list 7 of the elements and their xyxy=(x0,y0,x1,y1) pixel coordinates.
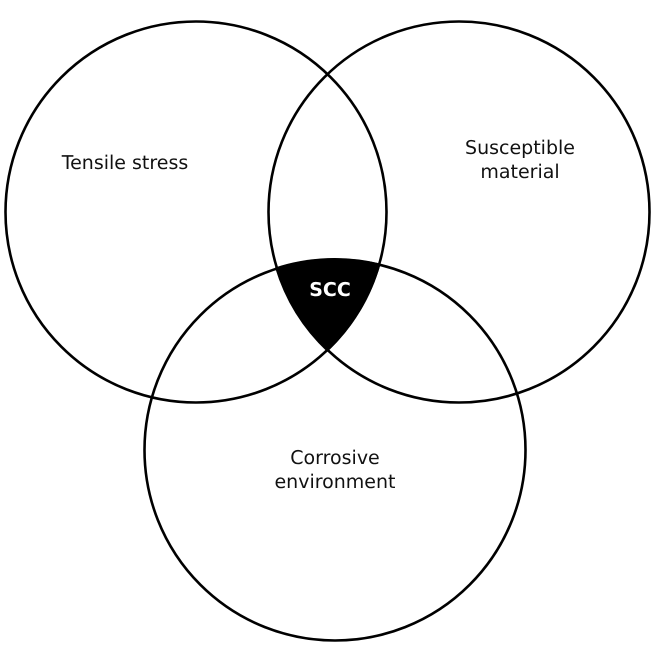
circle-label: Corrosive environment xyxy=(273,446,396,494)
region-label: SCC xyxy=(309,278,351,302)
circle-label: Tensile stress xyxy=(60,151,190,175)
intersection-region xyxy=(275,258,381,352)
venn-circle xyxy=(267,20,651,404)
circle-label: Susceptible material xyxy=(464,136,576,184)
venn-circle xyxy=(4,20,388,404)
